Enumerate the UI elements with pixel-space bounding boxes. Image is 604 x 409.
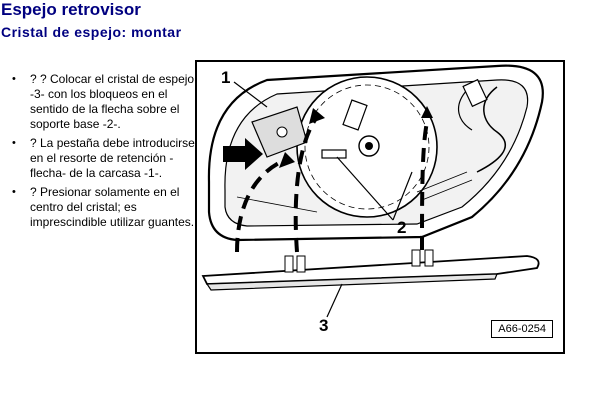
instruction-list: • ? ? Colocar el cristal de espejo -3- c… [12,72,208,234]
instruction-step: • ? ? Colocar el cristal de espejo -3- c… [12,72,208,132]
page-subtitle: Cristal de espejo: montar [1,24,182,40]
instruction-step: • ? Presionar solamente en el centro del… [12,185,208,230]
bullet-icon: • [12,137,16,149]
instruction-step: • ? La pestaña debe introducirse en el r… [12,136,208,181]
instruction-text: ? La pestaña debe introducirse en el res… [30,136,195,180]
mirror-assembly-figure: 1 2 3 A66-0254 [195,60,565,354]
mirror-illustration [201,64,544,318]
page-title: Espejo retrovisor [1,0,141,19]
bullet-icon: • [12,73,16,85]
bullet-icon: • [12,186,16,198]
label-base-plate: 2 [397,218,407,237]
label-housing: 1 [221,68,231,87]
instruction-text: ? ? Colocar el cristal de espejo -3- con… [30,72,195,131]
figure-code: A66-0254 [491,320,553,338]
instruction-text: ? Presionar solamente en el centro del c… [30,185,195,229]
label-mirror-glass: 3 [319,316,329,335]
